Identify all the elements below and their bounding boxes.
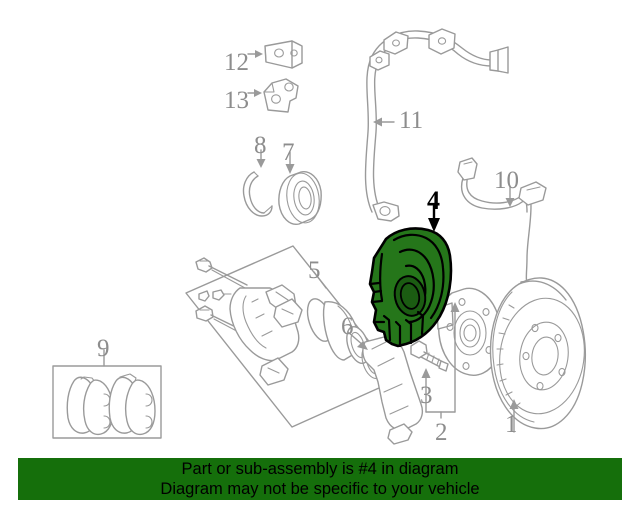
callout-13: 13 bbox=[224, 87, 249, 114]
notice-banner: Part or sub-assembly is #4 in diagram Di… bbox=[18, 458, 622, 500]
part-3-hub-bolt bbox=[410, 340, 449, 372]
leader-11 bbox=[373, 117, 395, 127]
leader-8 bbox=[256, 149, 266, 168]
leader-12 bbox=[247, 50, 263, 58]
callout-10: 10 bbox=[494, 167, 519, 194]
notice-line-2: Diagram may not be specific to your vehi… bbox=[160, 480, 480, 498]
leader-5 bbox=[313, 271, 327, 289]
callout-6: 6 bbox=[341, 313, 354, 340]
part-8-bearing-snap-ring bbox=[242, 171, 273, 217]
part-4-brake-splash-shield bbox=[368, 227, 453, 348]
leader-2 bbox=[425, 302, 460, 419]
part-7-wheel-bearing bbox=[278, 171, 322, 225]
leader-1 bbox=[509, 399, 519, 433]
part-12-sensor-bracket-upper bbox=[264, 40, 303, 69]
part-11-abs-wheel-speed-sensor bbox=[364, 28, 509, 222]
leader-6 bbox=[347, 331, 368, 350]
part-1-brake-rotor-disc bbox=[489, 277, 586, 430]
callout-4: 4 bbox=[427, 186, 440, 215]
callout-1: 1 bbox=[505, 411, 518, 438]
part-5-brake-caliper-assembly bbox=[185, 245, 400, 428]
callout-5: 5 bbox=[308, 257, 321, 284]
leader-4 bbox=[428, 204, 440, 232]
callout-8: 8 bbox=[254, 132, 267, 159]
leader-13 bbox=[247, 89, 262, 97]
callout-3: 3 bbox=[420, 382, 433, 409]
callout-11: 11 bbox=[399, 107, 424, 134]
callout-12: 12 bbox=[224, 49, 249, 76]
part-13-sensor-bracket-lower bbox=[263, 78, 299, 113]
notice-line-1: Part or sub-assembly is #4 in diagram bbox=[181, 460, 459, 478]
callout-2: 2 bbox=[435, 419, 448, 446]
callout-9: 9 bbox=[97, 335, 110, 362]
callout-7: 7 bbox=[282, 139, 295, 166]
leader-10 bbox=[505, 185, 515, 207]
leader-3 bbox=[421, 368, 431, 413]
part-9-brake-pad-set bbox=[52, 365, 162, 439]
leader-7 bbox=[285, 151, 295, 174]
